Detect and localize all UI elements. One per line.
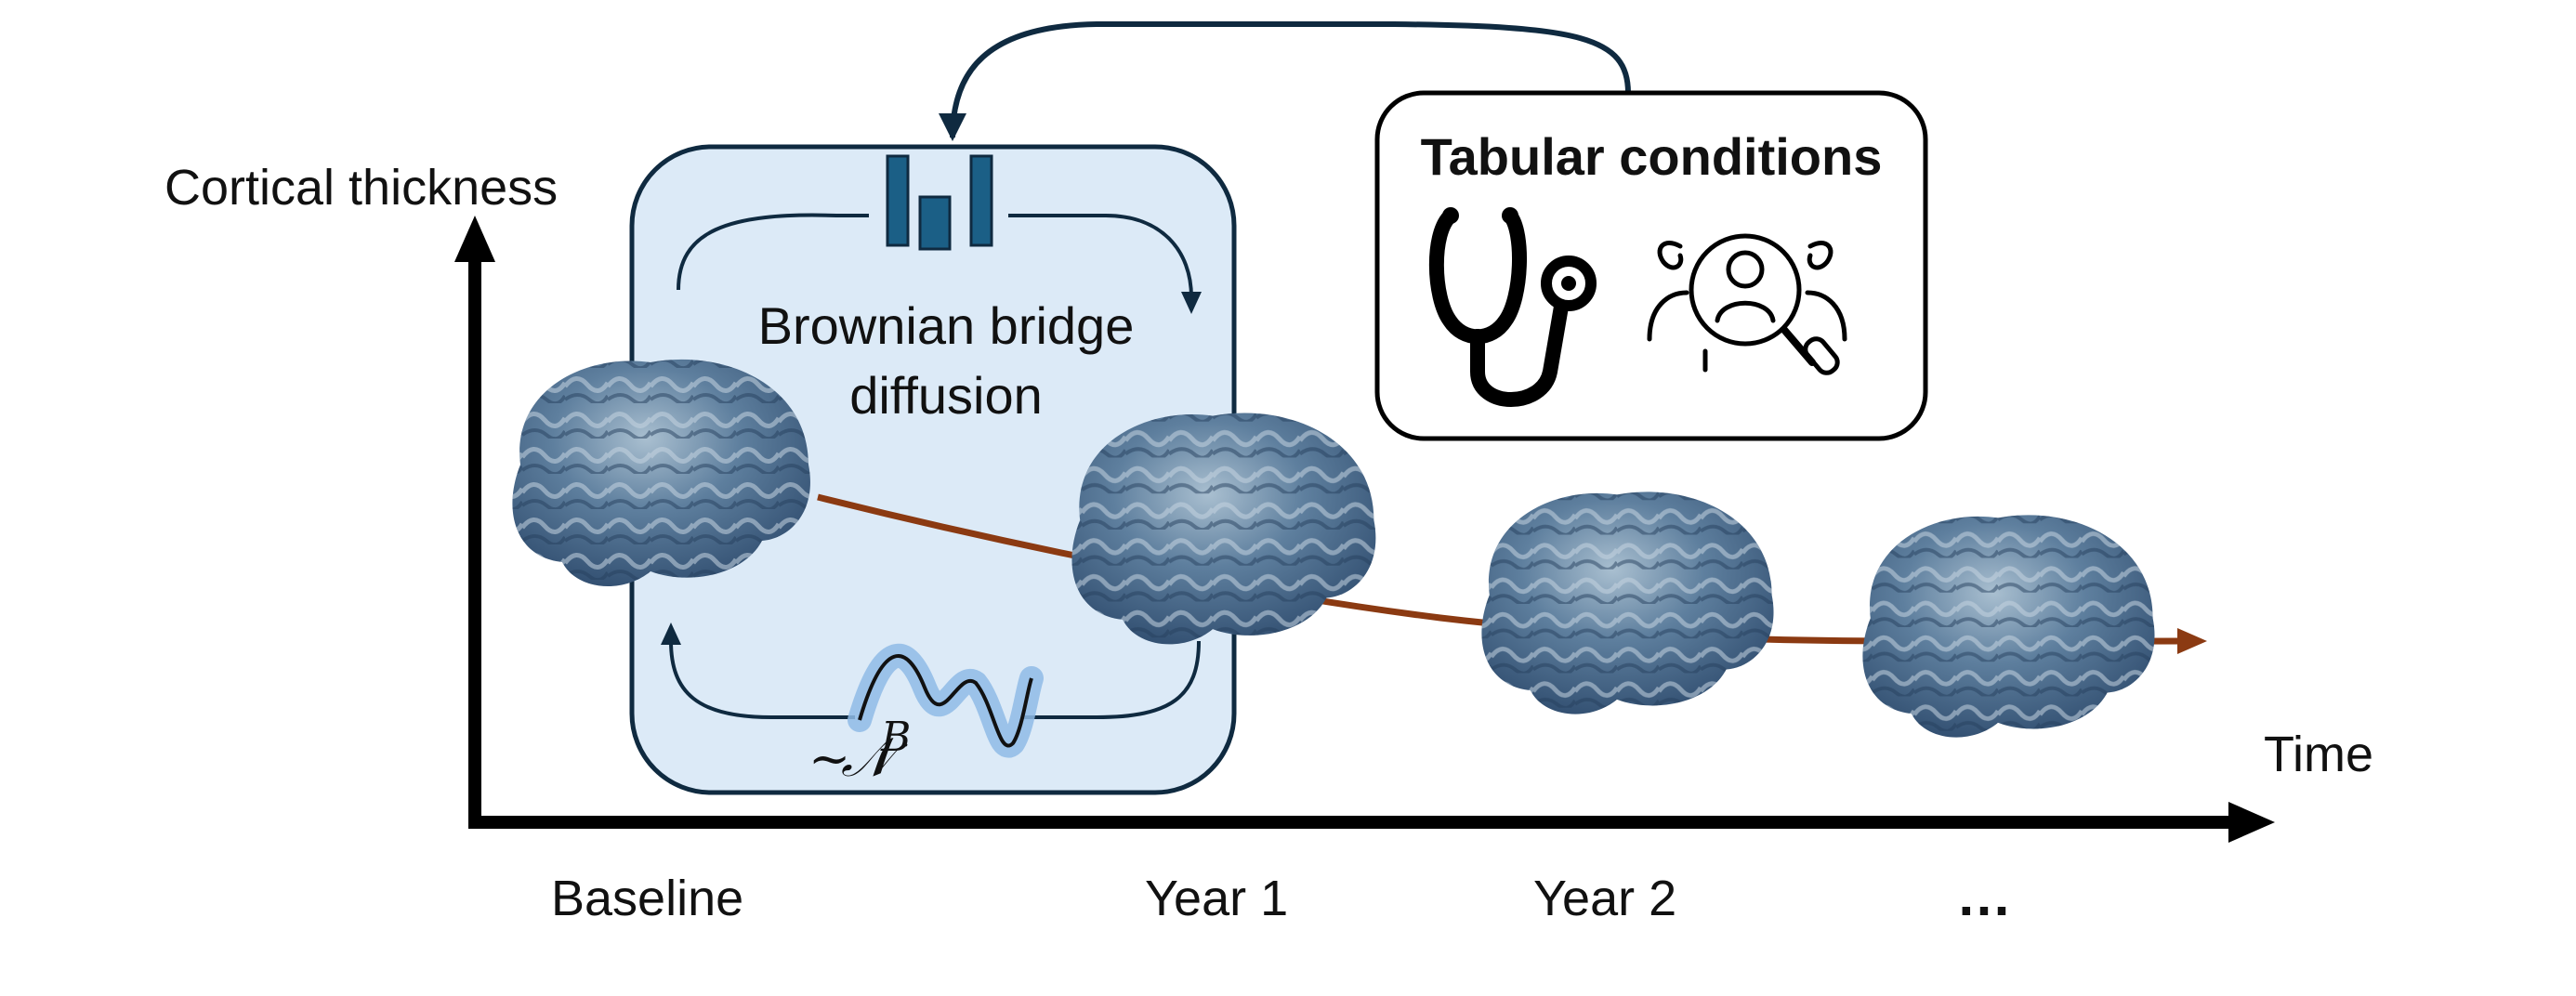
- diffusion-title-line1: Brownian bridge: [758, 296, 1135, 355]
- condition-feedback-arrow: [950, 21, 1631, 138]
- brain-year-3: [1862, 515, 2155, 738]
- axes: [454, 216, 2275, 843]
- people-search-icon: [1647, 233, 1847, 375]
- y-axis-label: Cortical thickness: [164, 160, 558, 216]
- x-axis-arrow: [2228, 802, 2275, 843]
- upper-right-arrowhead: [1181, 292, 1202, 314]
- brain-year-1: [1071, 413, 1376, 645]
- diffusion-box: Brownian bridge diffusion ~ 𝒩 B: [629, 144, 1237, 795]
- noise-wave-icon: [848, 644, 1044, 758]
- conditions-title: Tabular conditions: [1421, 127, 1883, 186]
- network-block-icon: [886, 154, 993, 251]
- lower-left-arrowhead: [661, 622, 681, 645]
- timepoint-ellipsis: …: [1956, 865, 2012, 927]
- condition-feedback-arrowhead: [939, 113, 966, 141]
- stethoscope-icon: [1428, 207, 1597, 407]
- timepoint-baseline: Baseline: [551, 871, 743, 926]
- noise-prefix: ~: [808, 729, 850, 788]
- x-axis-label: Time: [2264, 727, 2373, 782]
- brain-year-2: [1481, 491, 1774, 714]
- timepoint-year-1: Year 1: [1145, 871, 1288, 926]
- trajectory-arrowhead: [2177, 628, 2207, 654]
- diffusion-title-line2: diffusion: [849, 366, 1043, 425]
- noise-superscript: B: [880, 714, 911, 761]
- y-axis-arrow: [454, 216, 495, 262]
- lower-right-curve: [1022, 640, 1201, 719]
- upper-right-curve: [1008, 214, 1193, 298]
- conditions-box-frame: [1374, 90, 1928, 441]
- lower-left-curve: [669, 640, 855, 719]
- conditions-box: Tabular conditions: [1374, 90, 1928, 441]
- upper-left-curve: [677, 213, 869, 291]
- timepoint-year-2: Year 2: [1533, 871, 1676, 926]
